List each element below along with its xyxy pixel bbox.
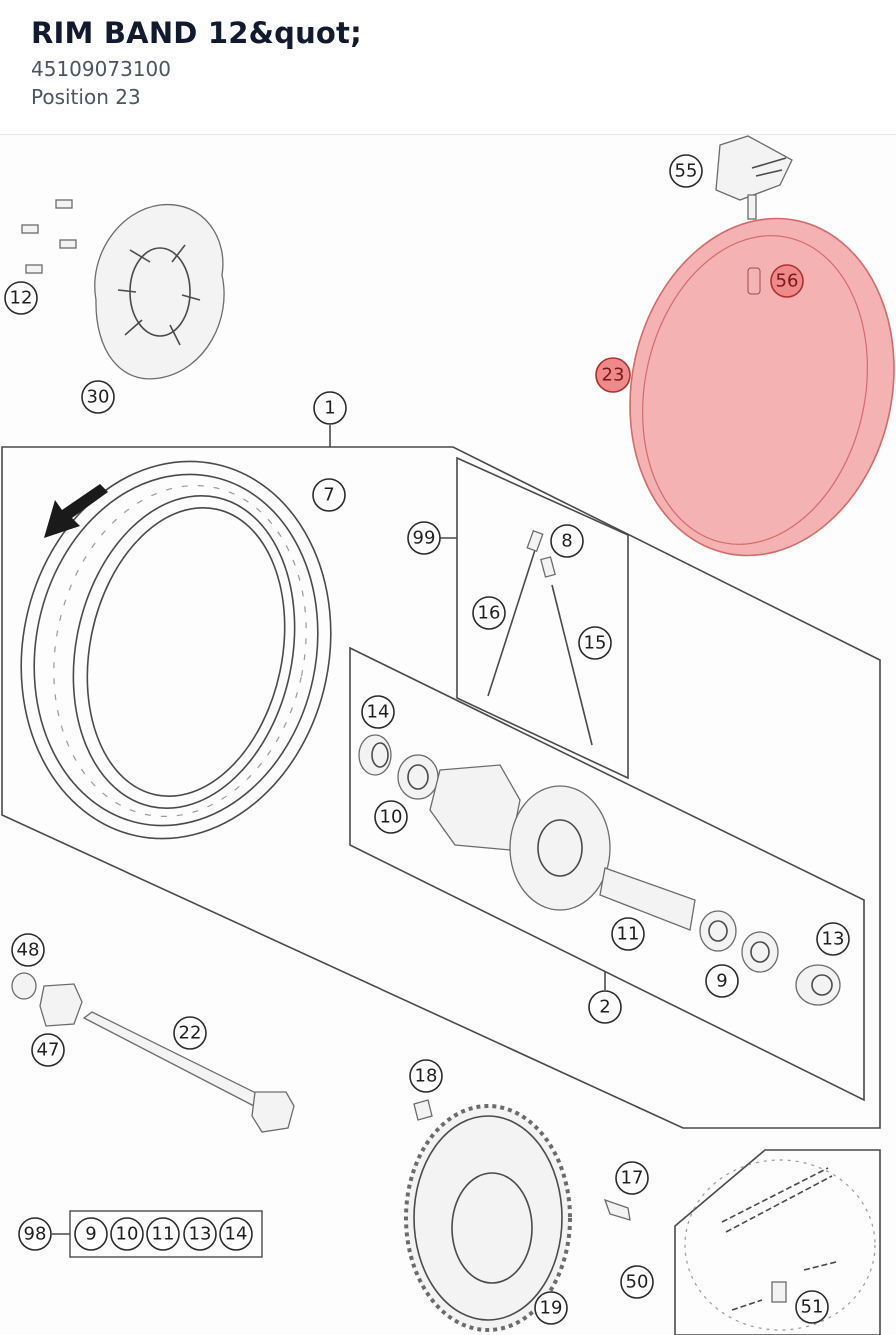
callout-22[interactable]: 22 xyxy=(173,1016,207,1050)
callout-13[interactable]: 13 xyxy=(816,922,850,956)
spokes-group-frame xyxy=(456,456,629,780)
sprocket-part xyxy=(404,1099,631,1332)
callout-98[interactable]: 98 xyxy=(18,1217,52,1251)
hub-part xyxy=(358,734,841,1006)
callout-1[interactable]: 1 xyxy=(313,391,347,425)
svg-text:15: 15 xyxy=(584,633,607,654)
rotation-arrow-icon xyxy=(44,484,108,538)
callout-17[interactable]: 17 xyxy=(615,1161,649,1195)
callout-51[interactable]: 51 xyxy=(795,1290,829,1324)
svg-text:13: 13 xyxy=(189,1224,212,1245)
svg-text:12: 12 xyxy=(10,288,33,309)
wheel-assembly-frame xyxy=(1,446,881,1129)
callout-18[interactable]: 18 xyxy=(409,1059,443,1093)
svg-text:10: 10 xyxy=(116,1224,139,1245)
svg-text:18: 18 xyxy=(415,1066,438,1087)
axle-part xyxy=(11,972,295,1133)
callout-14[interactable]: 14 xyxy=(361,695,395,729)
part-number: 45109073100 xyxy=(31,57,171,81)
svg-text:11: 11 xyxy=(152,1224,175,1245)
svg-text:1: 1 xyxy=(324,398,335,419)
callout-7[interactable]: 7 xyxy=(312,478,346,512)
svg-text:98: 98 xyxy=(24,1224,47,1245)
rim-band-highlight[interactable] xyxy=(599,194,896,581)
svg-text:13: 13 xyxy=(822,929,845,950)
kit-callout-11[interactable]: 11 xyxy=(146,1217,180,1251)
svg-text:47: 47 xyxy=(37,1040,60,1061)
callout-2[interactable]: 2 xyxy=(588,990,622,1024)
callout-15[interactable]: 15 xyxy=(578,626,612,660)
callout-50[interactable]: 50 xyxy=(620,1265,654,1299)
kit-callout-9[interactable]: 9 xyxy=(74,1217,108,1251)
callout-8[interactable]: 8 xyxy=(550,524,584,558)
svg-text:22: 22 xyxy=(179,1023,202,1044)
part-position: Position 23 xyxy=(31,85,141,109)
svg-text:55: 55 xyxy=(675,161,698,182)
kit-callout-10[interactable]: 10 xyxy=(110,1217,144,1251)
svg-text:10: 10 xyxy=(380,807,403,828)
svg-text:2: 2 xyxy=(599,997,610,1018)
diagram-svg: 55 56 23 12 30 1 7 99 8 16 15 14 10 11 1… xyxy=(1,135,896,1335)
callout-9[interactable]: 9 xyxy=(705,964,739,998)
rim-drawing xyxy=(20,460,332,840)
callout-11[interactable]: 11 xyxy=(611,917,645,951)
svg-text:14: 14 xyxy=(367,702,390,723)
callout-55[interactable]: 55 xyxy=(669,154,703,188)
kit-98-group xyxy=(52,1210,263,1258)
kit-callout-13[interactable]: 13 xyxy=(183,1217,217,1251)
svg-text:14: 14 xyxy=(225,1224,248,1245)
callout-47[interactable]: 47 xyxy=(31,1033,65,1067)
svg-text:48: 48 xyxy=(17,940,40,961)
svg-text:19: 19 xyxy=(540,1298,563,1319)
callout-48[interactable]: 48 xyxy=(11,933,45,967)
svg-text:16: 16 xyxy=(478,603,501,624)
svg-text:9: 9 xyxy=(85,1224,96,1245)
svg-text:99: 99 xyxy=(413,528,436,549)
svg-text:8: 8 xyxy=(561,531,572,552)
spokes-part xyxy=(487,529,593,746)
callout-99[interactable]: 99 xyxy=(407,521,441,555)
part-title: RIM BAND 12&quot; xyxy=(31,16,362,50)
svg-text:30: 30 xyxy=(87,387,110,408)
callout-19[interactable]: 19 xyxy=(534,1291,568,1325)
kit-callout-14[interactable]: 14 xyxy=(219,1217,253,1251)
callout-56[interactable]: 56 xyxy=(770,264,804,298)
rim-lock-part xyxy=(715,135,793,220)
svg-text:23: 23 xyxy=(602,365,625,386)
callout-30[interactable]: 30 xyxy=(81,380,115,414)
exploded-parts-diagram: 55 56 23 12 30 1 7 99 8 16 15 14 10 11 1… xyxy=(0,135,896,1335)
callout-16[interactable]: 16 xyxy=(472,596,506,630)
svg-text:11: 11 xyxy=(617,924,640,945)
chain-part xyxy=(674,1149,881,1335)
svg-text:9: 9 xyxy=(716,971,727,992)
brake-disc-part xyxy=(94,204,225,380)
callout-23-selected[interactable]: 23 xyxy=(595,357,631,393)
svg-text:17: 17 xyxy=(621,1168,644,1189)
svg-text:51: 51 xyxy=(801,1297,824,1318)
part-header: RIM BAND 12&quot; 45109073100 Position 2… xyxy=(0,0,896,135)
hub-group-frame xyxy=(349,646,865,1102)
callout-12[interactable]: 12 xyxy=(4,281,38,315)
callout-10[interactable]: 10 xyxy=(374,800,408,834)
disc-bolts xyxy=(21,199,77,274)
svg-text:7: 7 xyxy=(323,485,334,506)
svg-text:50: 50 xyxy=(626,1272,649,1293)
svg-text:56: 56 xyxy=(776,271,799,292)
